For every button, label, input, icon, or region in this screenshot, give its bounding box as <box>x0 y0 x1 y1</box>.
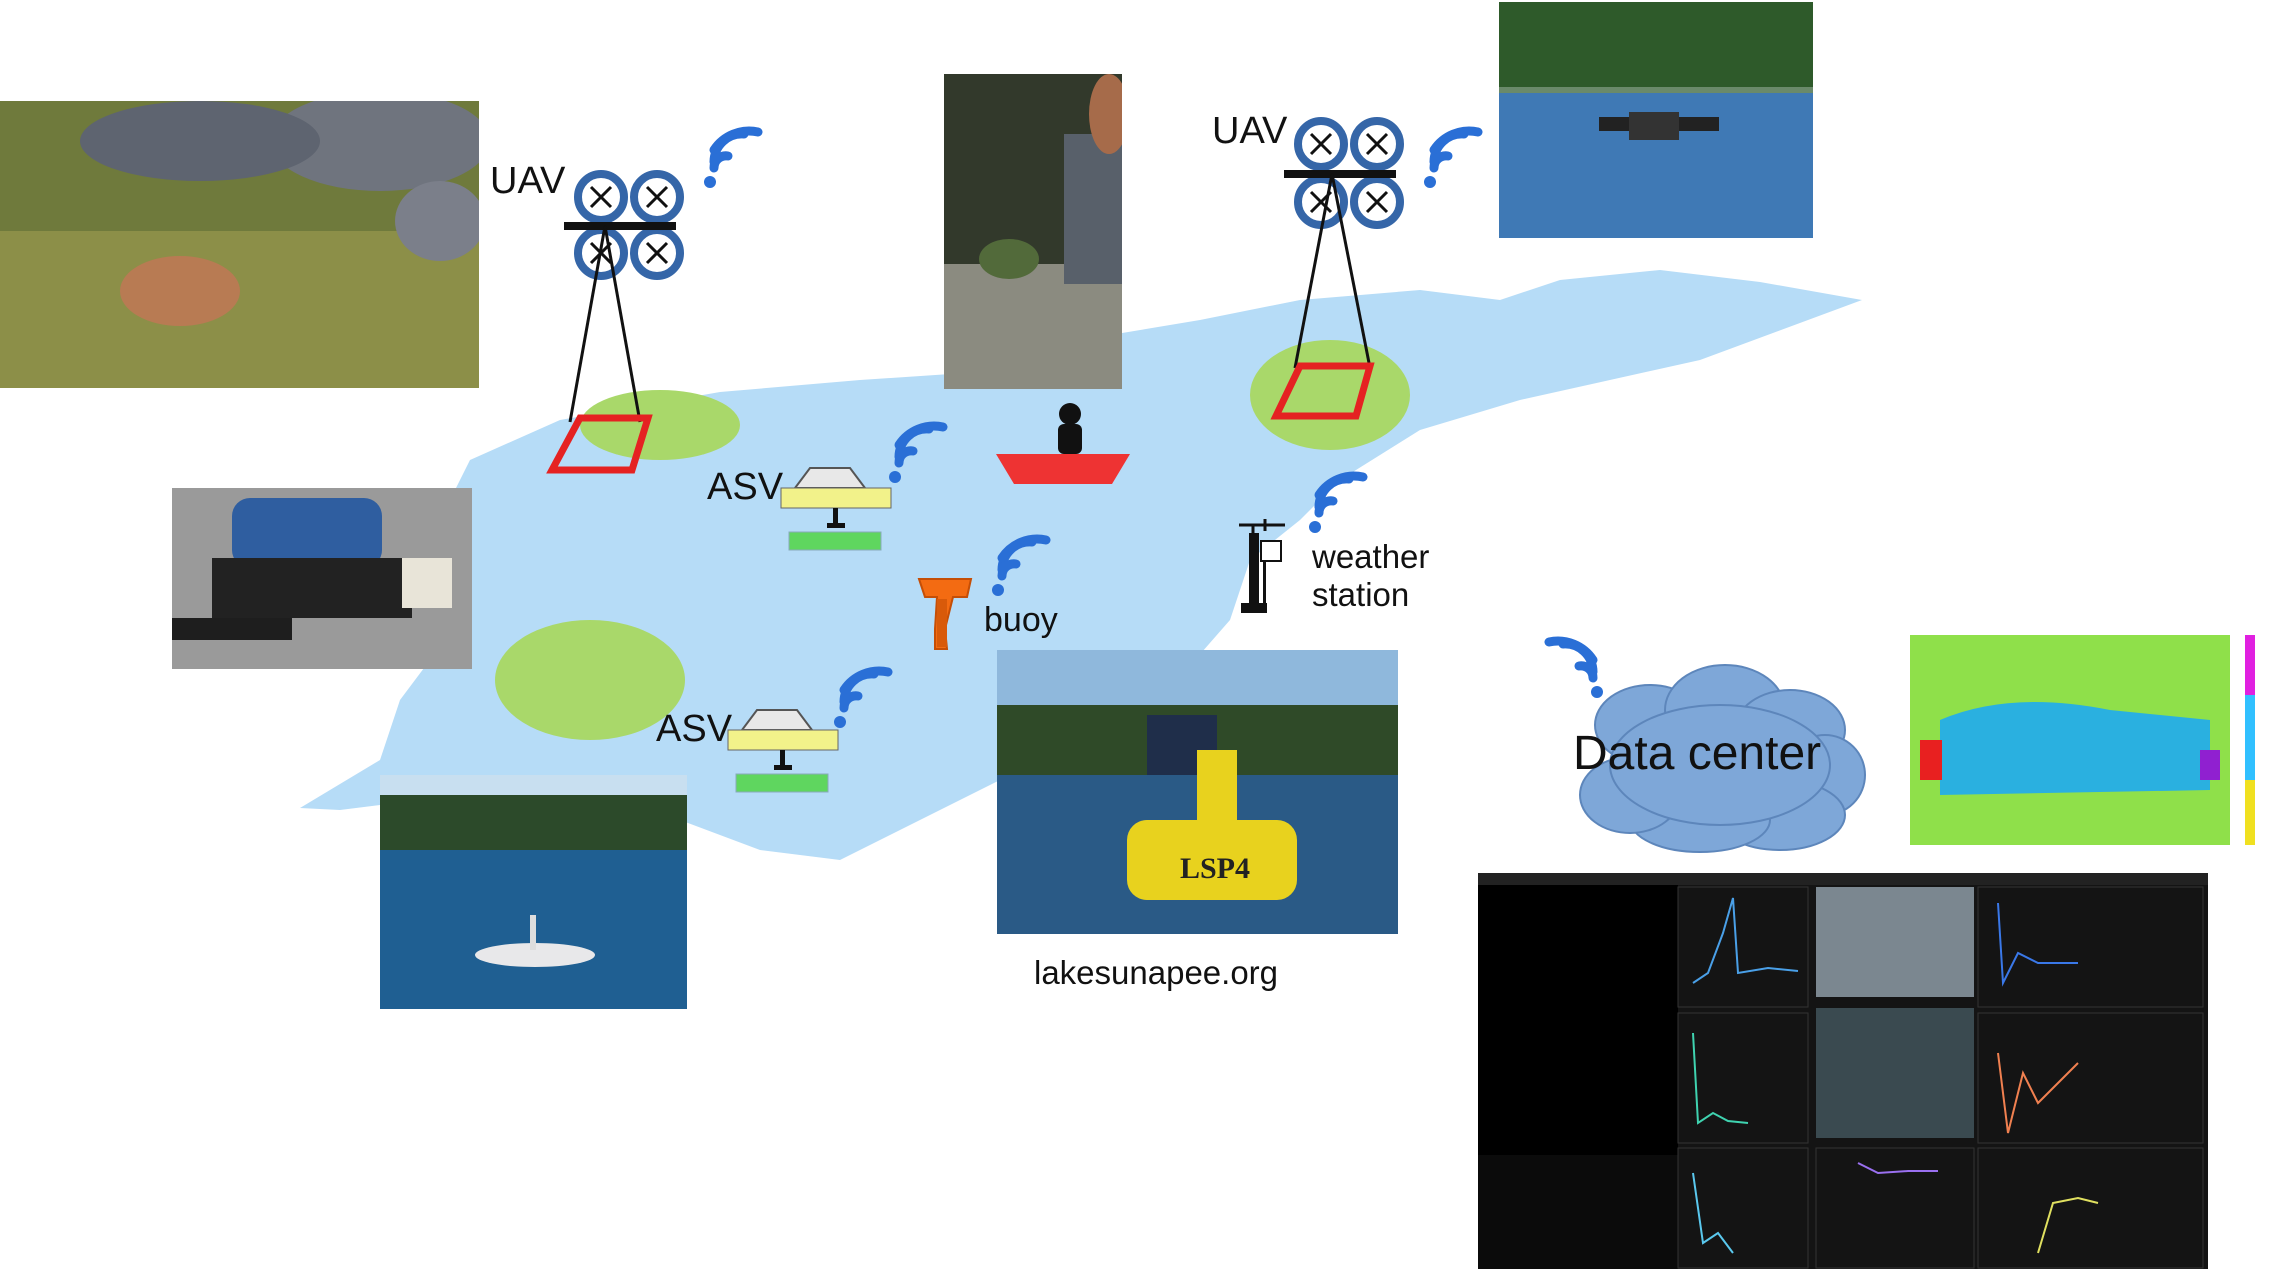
lake-inlet <box>1300 430 1560 600</box>
buoy-marking: LSP4 <box>1180 852 1250 885</box>
asv-label: ASV <box>656 708 733 750</box>
quadcopter-icon <box>1270 117 1404 420</box>
quadcopter-icon <box>546 170 684 474</box>
survey-footprint <box>546 414 653 474</box>
boat-icon <box>996 403 1130 484</box>
person-sampling-photo <box>944 74 1122 389</box>
weather-station-icon <box>1239 519 1285 613</box>
weather-station-label-line1: weather <box>1312 538 1430 575</box>
data-center-label: Data center <box>1573 727 1822 780</box>
survey-footprint <box>1270 362 1375 420</box>
algae-patch <box>580 390 740 460</box>
source-credit: lakesunapee.org <box>1034 954 1279 991</box>
buoy-icon <box>917 578 973 650</box>
wifi-icon <box>889 421 948 483</box>
wifi-icon <box>1309 471 1368 533</box>
asv-boat-photo <box>380 775 687 1009</box>
buoy-label: buoy <box>984 601 1058 639</box>
drone-photo <box>1499 2 1813 238</box>
asv-label: ASV <box>707 466 784 508</box>
lsp4-buoy-photo: LSP4 <box>997 650 1398 934</box>
wifi-icon <box>1544 636 1603 698</box>
wifi-icon <box>1424 126 1483 188</box>
cloud-icon <box>1579 664 1866 853</box>
wifi-icon <box>992 534 1051 596</box>
uav-label: UAV <box>1212 110 1288 152</box>
shoreline-photo <box>0 101 479 388</box>
weather-station-label-line2: station <box>1312 576 1410 613</box>
asv-icon <box>727 709 839 793</box>
asv-icon <box>780 467 892 551</box>
wifi-icon <box>834 666 893 728</box>
rov-photo <box>172 488 472 669</box>
heatmap-image <box>1880 630 2273 845</box>
dashboard-screenshot <box>1478 873 2208 1269</box>
algae-patch <box>495 620 685 740</box>
wifi-icon <box>704 126 763 188</box>
uav-label: UAV <box>490 160 566 202</box>
